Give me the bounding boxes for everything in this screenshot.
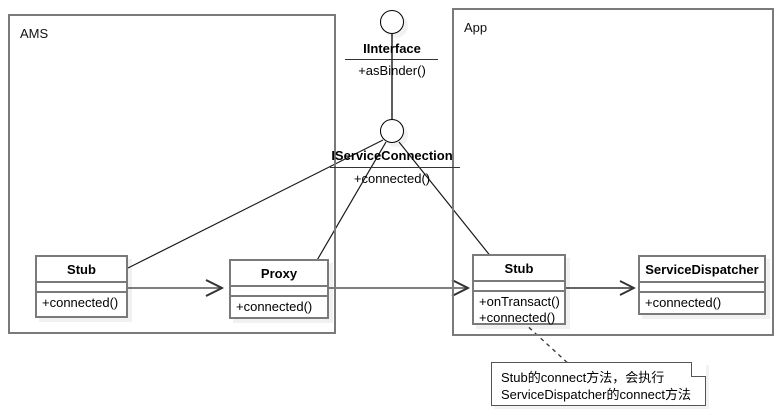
interface-iinterface-circle[interactable] bbox=[380, 10, 404, 34]
class-service-dispatcher-attributes bbox=[640, 283, 764, 293]
interface-iserviceconnection-separator bbox=[330, 167, 460, 168]
class-ams-stub-operations: +connected() bbox=[37, 293, 126, 315]
class-app-stub-operations: +onTransact() +connected() bbox=[474, 292, 564, 330]
class-app-stub-attributes bbox=[474, 282, 564, 292]
interface-iinterface-label: IInterface bbox=[363, 41, 421, 56]
note-line-0: Stub的connect方法，会执行 bbox=[501, 370, 665, 385]
class-service-dispatcher[interactable]: ServiceDispatcher +connected() bbox=[638, 255, 766, 315]
class-ams-stub-name: Stub bbox=[37, 257, 126, 283]
package-app-label: App bbox=[464, 20, 488, 35]
class-service-dispatcher-operations: +connected() bbox=[640, 293, 764, 315]
class-ams-proxy-operation-0: +connected() bbox=[236, 299, 313, 314]
package-ams-label: AMS bbox=[20, 26, 49, 41]
note-text: Stub的connect方法，会执行 ServiceDispatcher的con… bbox=[492, 363, 705, 409]
class-ams-proxy-operations: +connected() bbox=[231, 297, 327, 319]
interface-iserviceconnection-label: IServiceConnection bbox=[331, 148, 453, 163]
package-ams[interactable] bbox=[8, 14, 336, 334]
class-app-stub-operation-0: +onTransact() bbox=[479, 294, 560, 309]
package-app[interactable] bbox=[452, 8, 774, 336]
interface-iserviceconnection-circle[interactable] bbox=[380, 119, 404, 143]
class-ams-stub-attributes bbox=[37, 283, 126, 293]
class-ams-stub[interactable]: Stub +connected() bbox=[35, 255, 128, 318]
class-ams-proxy[interactable]: Proxy +connected() bbox=[229, 259, 329, 319]
class-ams-proxy-attributes bbox=[231, 287, 327, 297]
class-service-dispatcher-operation-0: +connected() bbox=[645, 295, 722, 310]
class-ams-proxy-name: Proxy bbox=[231, 261, 327, 287]
interface-iinterface-operation: +asBinder() bbox=[358, 63, 426, 78]
interface-iserviceconnection-operation: +connected() bbox=[353, 171, 431, 186]
class-app-stub[interactable]: Stub +onTransact() +connected() bbox=[472, 254, 566, 325]
note-fold-corner-icon bbox=[691, 362, 706, 377]
class-app-stub-name: Stub bbox=[474, 256, 564, 282]
class-app-stub-operation-1: +connected() bbox=[479, 310, 556, 325]
note-line-1: ServiceDispatcher的connect方法 bbox=[501, 387, 692, 402]
note-stub-connect[interactable]: Stub的connect方法，会执行 ServiceDispatcher的con… bbox=[491, 362, 706, 406]
class-ams-stub-operation-0: +connected() bbox=[42, 295, 119, 310]
class-service-dispatcher-name: ServiceDispatcher bbox=[640, 257, 764, 283]
interface-iinterface-separator bbox=[345, 59, 438, 60]
